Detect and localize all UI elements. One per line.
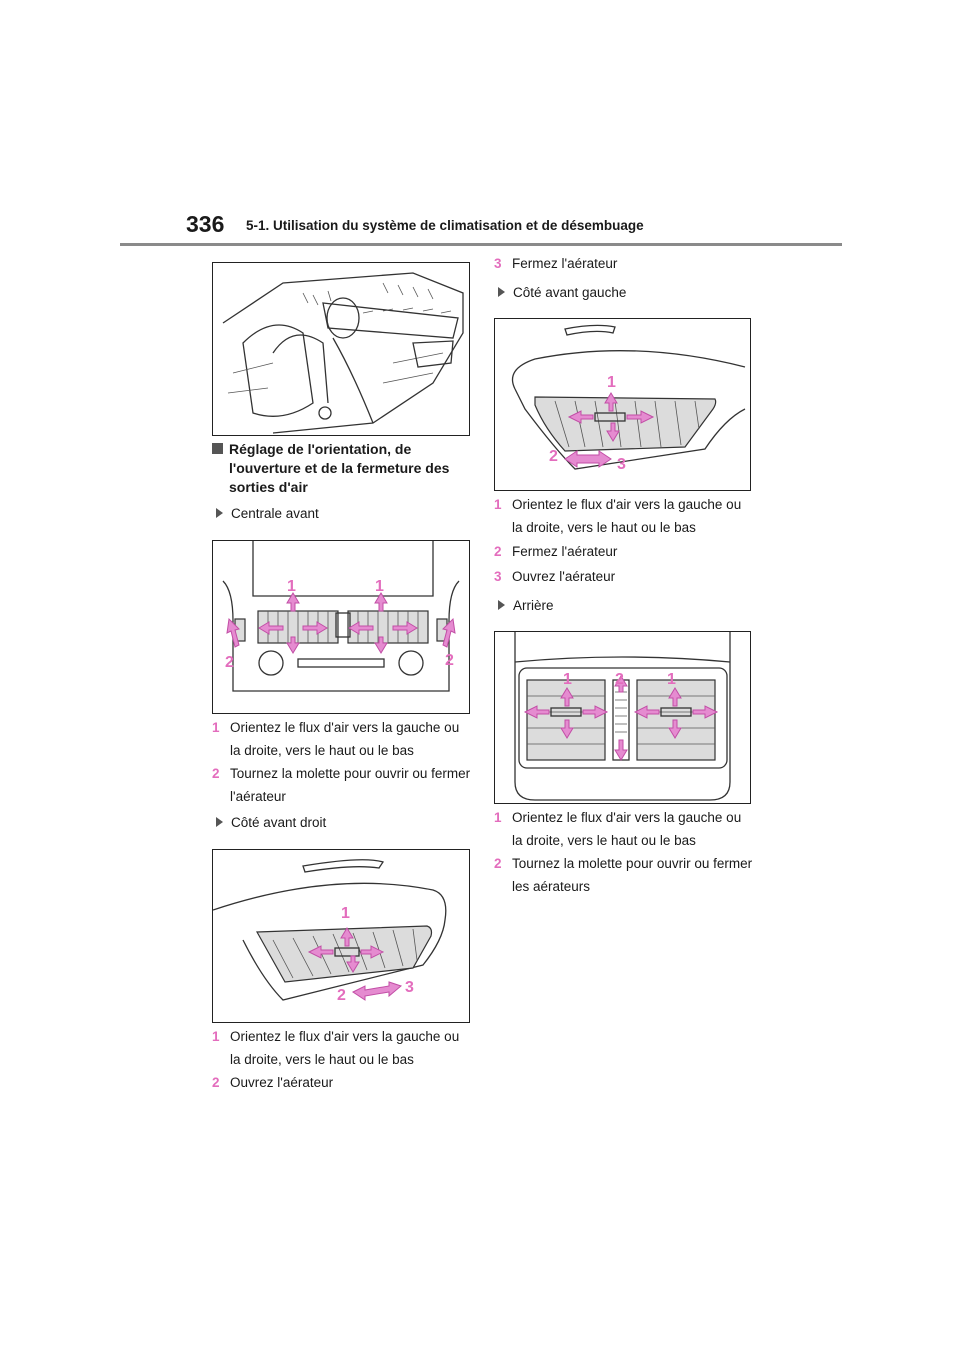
step-gauche-3: 3 Ouvrez l'aérateur [494, 569, 616, 584]
step-centrale-2: 2 Tournez la molette pour ouvrir ou ferm… [212, 766, 471, 804]
figure-label: 1 [375, 578, 384, 595]
triangle-bullet-icon [498, 287, 505, 297]
figure-label: 2 [337, 987, 346, 1004]
right-vent-illustration: 1 2 3 [212, 849, 470, 1023]
center-vents-illustration: 1 1 2 2 [212, 540, 470, 714]
figure-label: 2 [549, 448, 558, 465]
figure-label: 1 [563, 671, 572, 688]
rear-vents-illustration: 1 2 1 [494, 631, 751, 804]
figure-label: 1 [607, 374, 616, 391]
triangle-bullet-icon [216, 508, 223, 518]
figure-label: 1 [667, 671, 676, 688]
triangle-bullet-icon [216, 817, 223, 827]
item-arriere: Arrière [494, 598, 554, 613]
figure-label: 1 [341, 905, 350, 922]
section-heading: Réglage de l'orientation, de l'ouverture… [212, 440, 482, 497]
triangle-bullet-icon [498, 600, 505, 610]
figure-label: 2 [445, 652, 454, 669]
page-number: 336 [186, 211, 225, 237]
figure-label: 1 [287, 578, 296, 595]
figure-label: 3 [405, 979, 414, 996]
car-interior-illustration [212, 262, 470, 436]
item-centrale-avant: Centrale avant [212, 506, 319, 521]
section-title: 5-1. Utilisation du système de climatisa… [246, 218, 644, 233]
item-cote-avant-droit: Côté avant droit [212, 815, 326, 830]
step-arriere-2: 2 Tournez la molette pour ouvrir ou ferm… [494, 856, 753, 894]
left-vent-illustration: 1 2 3 [494, 318, 751, 491]
step-centrale-1: 1 Orientez le flux d'air vers la gauche … [212, 720, 460, 758]
figure-label: 3 [617, 456, 626, 473]
figure-label: 2 [225, 654, 234, 671]
step-droit-3: 3 Fermez l'aérateur [494, 256, 618, 271]
step-gauche-2: 2 Fermez l'aérateur [494, 544, 618, 559]
step-droit-1: 1 Orientez le flux d'air vers la gauche … [212, 1029, 460, 1067]
step-gauche-1: 1 Orientez le flux d'air vers la gauche … [494, 497, 742, 535]
header-rule [120, 243, 842, 246]
figure-label: 2 [615, 671, 624, 688]
step-arriere-1: 1 Orientez le flux d'air vers la gauche … [494, 810, 742, 848]
step-droit-2: 2 Ouvrez l'aérateur [212, 1075, 334, 1090]
item-cote-avant-gauche: Côté avant gauche [494, 285, 626, 300]
heading-square-icon [212, 443, 223, 454]
